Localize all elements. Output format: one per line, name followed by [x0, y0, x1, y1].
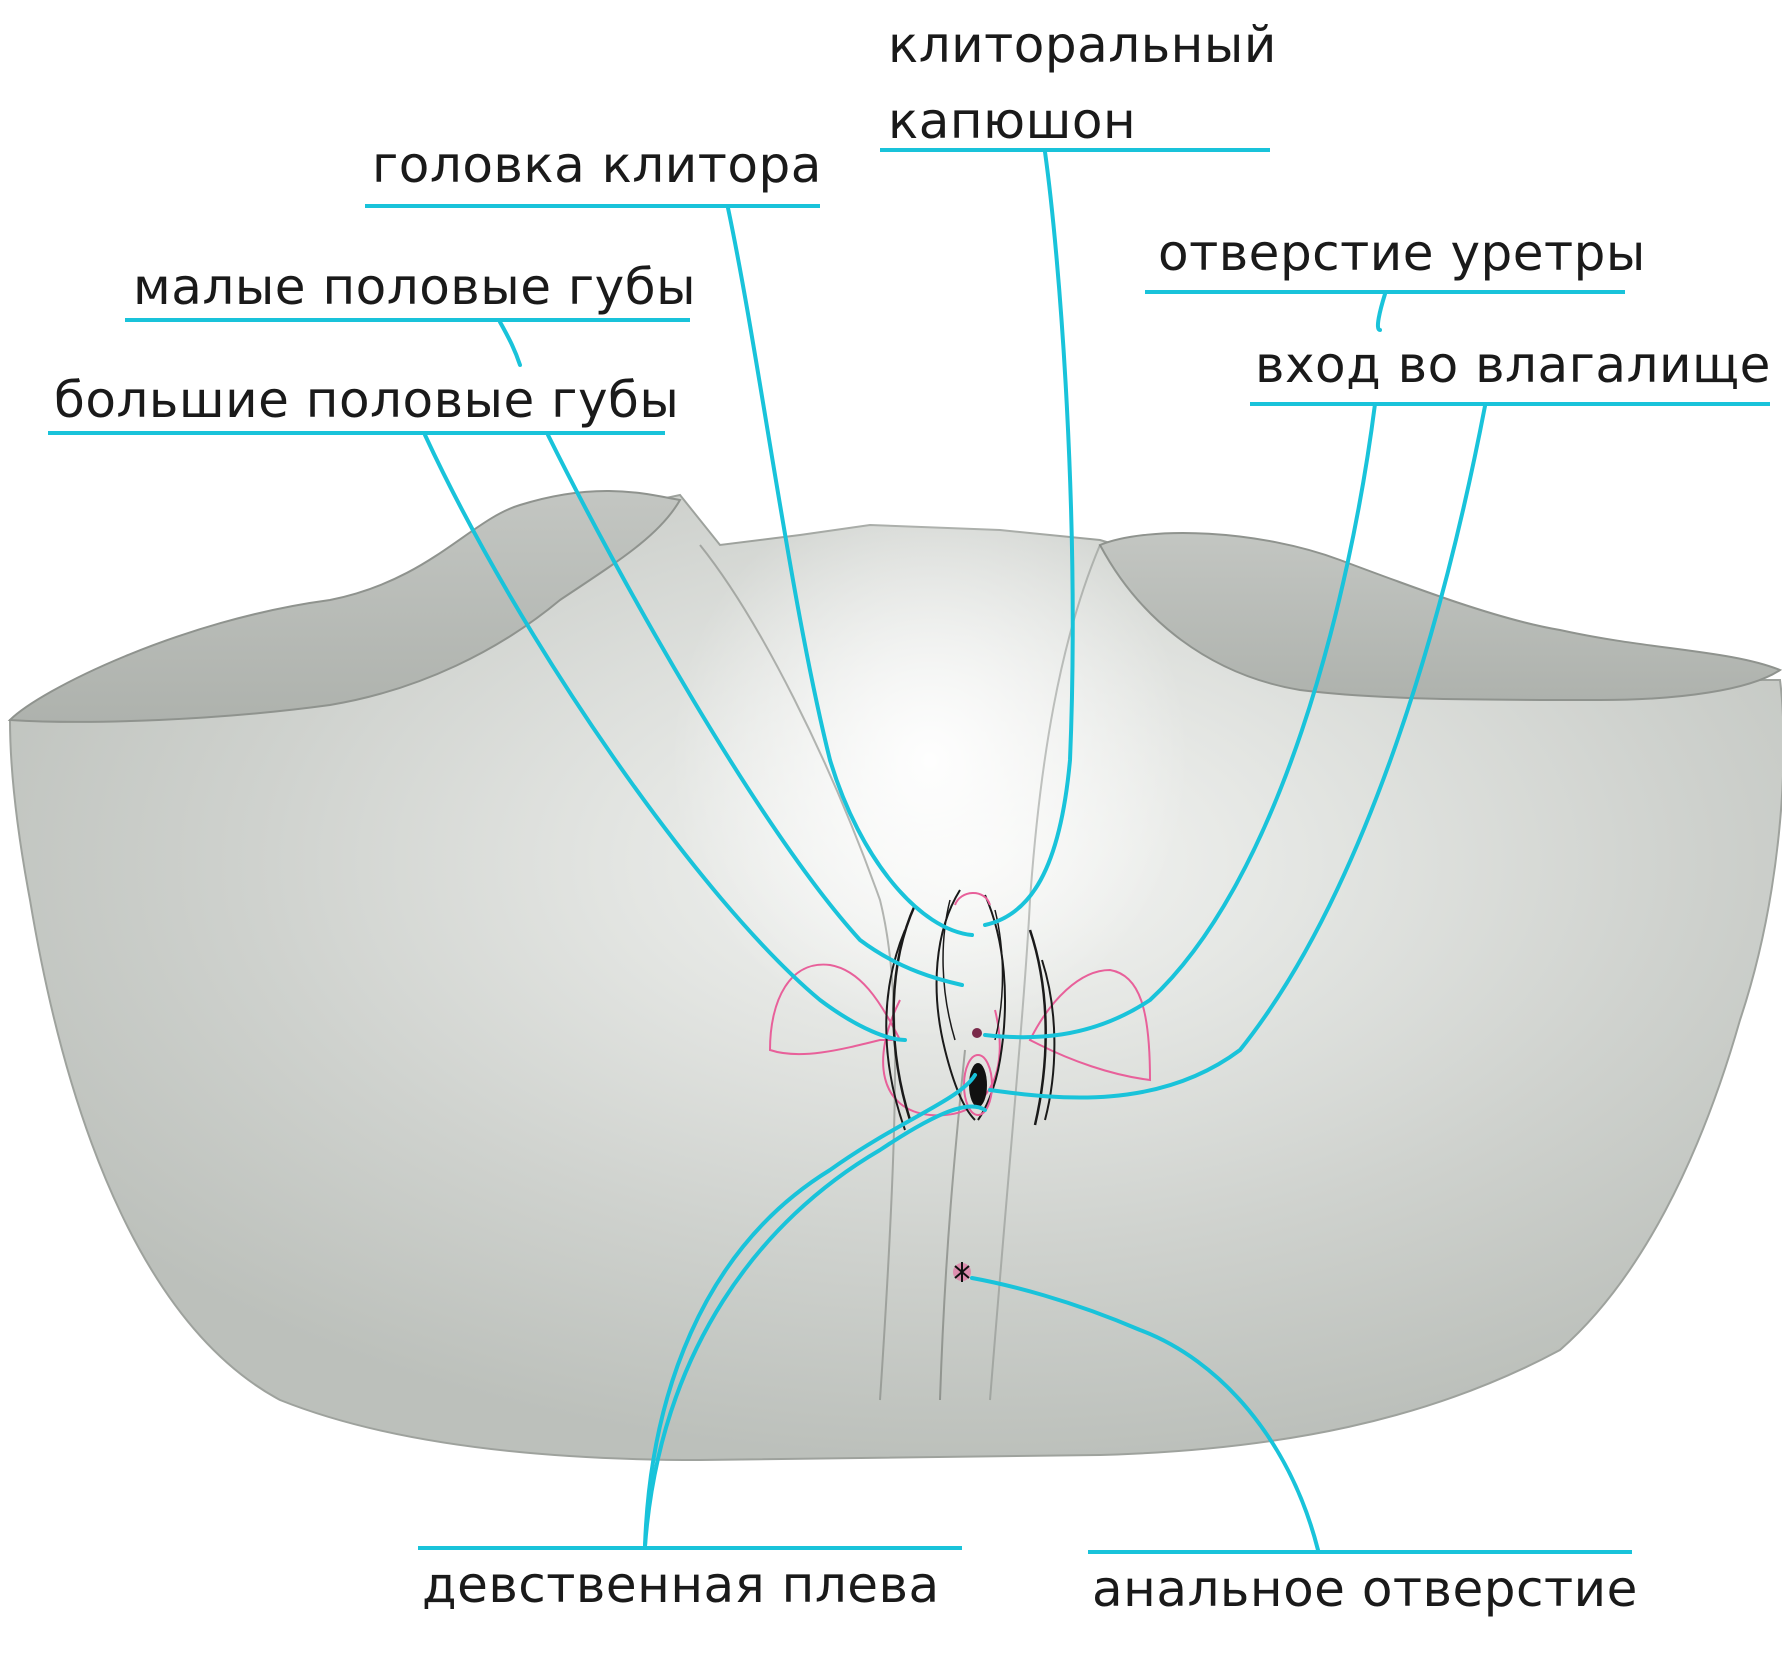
anus-mark [953, 1262, 971, 1282]
label-vaginal-opening: вход во влагалище [1255, 336, 1771, 394]
leader-urethra-to-body [983, 402, 1377, 1040]
label-labia-majora: большие половые губы [54, 371, 680, 429]
label-labia-minora: малые половые губы [133, 258, 697, 316]
leader-hymen-b [643, 1104, 987, 1548]
leader-labia-minora [498, 320, 522, 367]
leader-lines [423, 150, 1487, 1552]
body-illustration [7, 480, 1782, 1462]
leader-hymen-a [643, 1073, 977, 1548]
label-clitoral-hood-line1: клиторальный [888, 16, 1277, 74]
center-highlight [670, 480, 1190, 1040]
leader-clitoral-hood [983, 150, 1075, 927]
leader-anus [970, 1276, 1320, 1552]
label-anus: анальное отверстие [1092, 1560, 1638, 1618]
crease-left [699, 544, 896, 1401]
leader-labia-majora [423, 433, 907, 1042]
leader-urethral-opening [1375, 292, 1387, 332]
left-thigh-cut [7, 490, 682, 723]
vulva-detail [768, 889, 1152, 1131]
label-clitoral-hood-line2: капюшон [888, 92, 1137, 150]
label-urethral-opening: отверстие уретры [1158, 224, 1646, 282]
leader-vaginal-opening [988, 404, 1487, 1100]
crease-right [989, 544, 1101, 1401]
label-underlines [48, 148, 1770, 1554]
leader-labia-minora-2 [546, 433, 964, 987]
leader-clitoris-glans [726, 206, 974, 937]
right-thigh-cut [1098, 532, 1782, 702]
label-clitoris-glans: головка клитора [372, 136, 822, 194]
label-hymen: девственная плева [422, 1556, 940, 1614]
